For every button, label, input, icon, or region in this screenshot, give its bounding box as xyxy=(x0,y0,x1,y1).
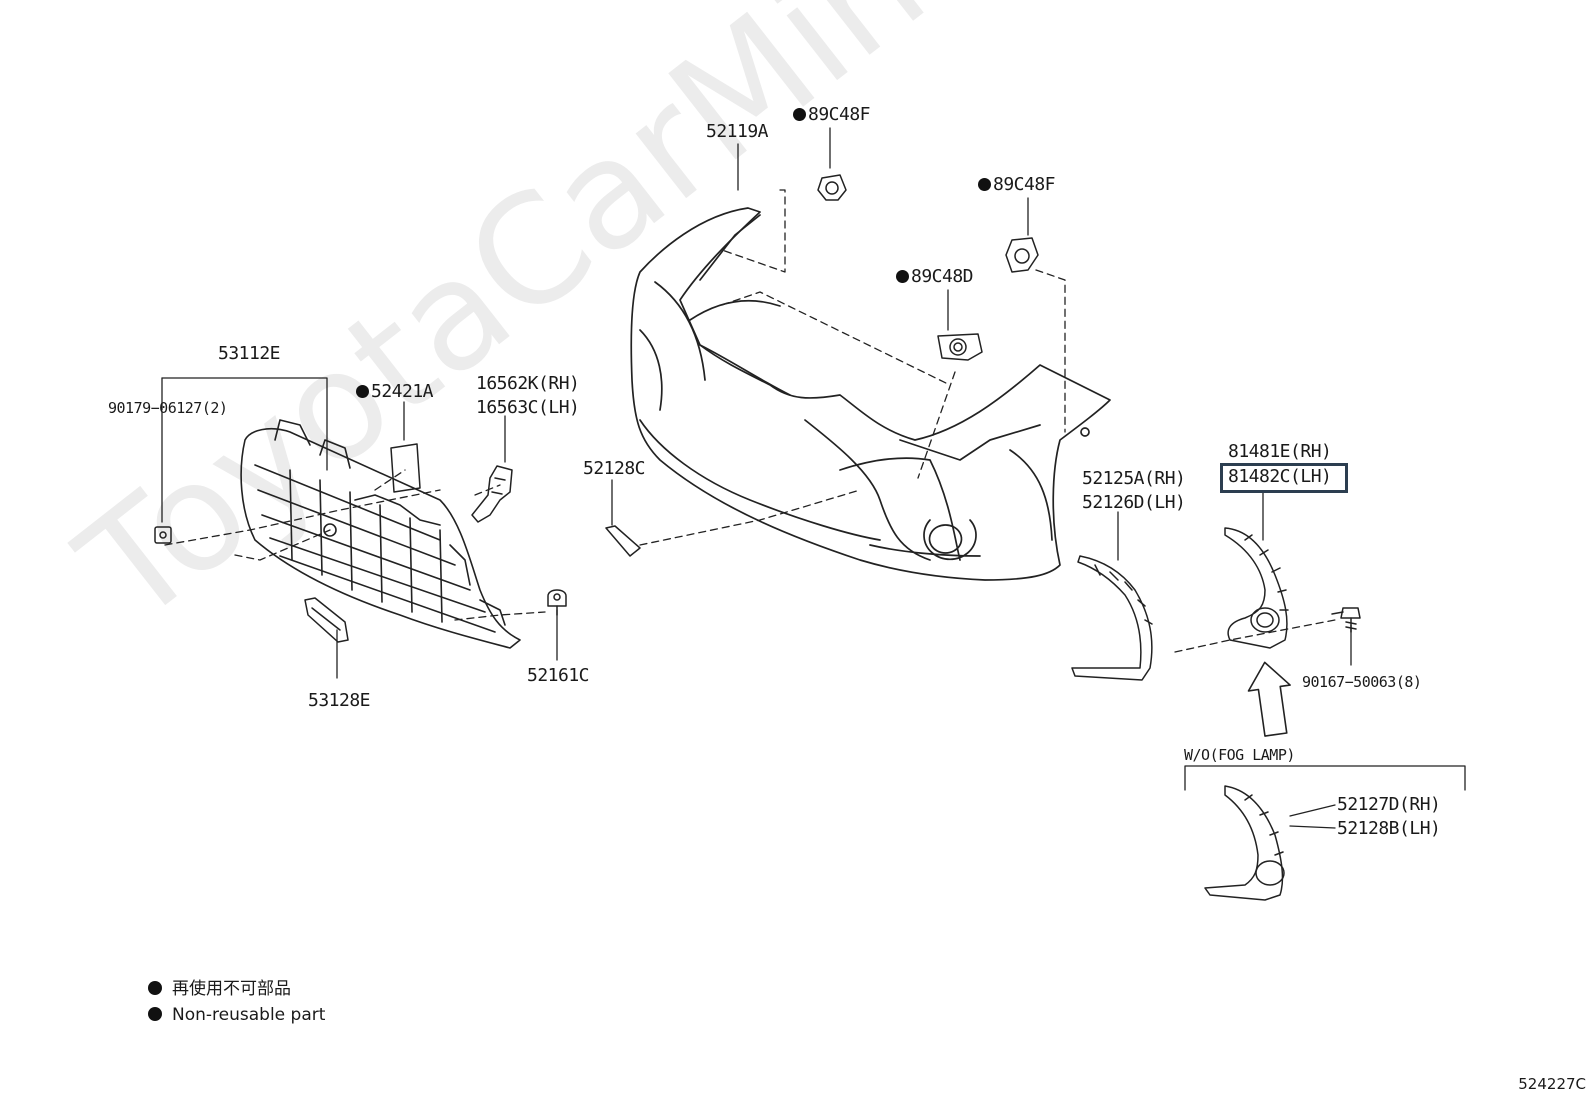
label-52421A-wrap: 52421A xyxy=(356,381,434,403)
non-reusable-dot xyxy=(356,385,369,398)
legend-dot xyxy=(148,981,162,995)
highlight-box xyxy=(1220,463,1348,493)
label-81481E: 81481E(RH) xyxy=(1228,441,1332,462)
label-52127D: 52127D(RH) xyxy=(1337,794,1441,815)
label-81482C: 81482C(LH) xyxy=(1228,466,1332,487)
non-reusable-dot xyxy=(793,108,806,121)
legend-dot xyxy=(148,1007,162,1021)
legend-jp: 再使用不可部品 xyxy=(148,977,291,1001)
clip-90179 xyxy=(154,526,172,544)
label-53128E: 53128E xyxy=(308,690,371,711)
label-wo-fog-lamp: W/O(FOG LAMP) xyxy=(1184,746,1295,764)
diagram-reference: 524227C xyxy=(1518,1075,1586,1093)
label-16562K: 16562K(RH) xyxy=(476,373,580,394)
radiator-grille xyxy=(240,419,521,649)
cover-52128C xyxy=(605,525,641,557)
fog-bezel-81482C xyxy=(1224,527,1289,649)
sensor-89C48F-top xyxy=(817,174,847,201)
label-89C48F-right: 89C48F xyxy=(993,174,1056,195)
dashed-lines xyxy=(164,189,1336,653)
label-53112E: 53112E xyxy=(218,343,281,364)
label-52125A: 52125A(RH) xyxy=(1082,468,1186,489)
label-89C48D: 89C48D xyxy=(911,266,974,287)
bracket-53128E xyxy=(304,597,349,643)
non-reusable-dot xyxy=(896,270,909,283)
label-89C48F-top-wrap: 89C48F xyxy=(793,104,871,126)
label-89C48F-right-wrap: 89C48F xyxy=(978,174,1056,196)
label-52128B: 52128B(LH) xyxy=(1337,818,1441,839)
sensor-89C48F-right xyxy=(1005,237,1039,273)
label-89C48F-top: 89C48F xyxy=(808,104,871,125)
garnish-52125A xyxy=(1071,555,1153,681)
legend-jp-text: 再使用不可部品 xyxy=(172,979,291,999)
screw-90167 xyxy=(1331,607,1361,633)
label-52421A: 52421A xyxy=(371,381,434,402)
bumper-cover xyxy=(630,207,1111,581)
leader-lines xyxy=(161,127,1466,829)
clip-52161C xyxy=(547,589,567,616)
non-reusable-dot xyxy=(978,178,991,191)
legend-en-text: Non-reusable part xyxy=(172,1005,326,1025)
label-52128C: 52128C xyxy=(583,458,646,479)
up-arrow xyxy=(1247,661,1291,737)
pad-52421A xyxy=(390,443,421,493)
sensor-89C48D xyxy=(937,333,983,361)
label-89C48D-wrap: 89C48D xyxy=(896,266,974,288)
label-52119A: 52119A xyxy=(706,121,769,142)
label-90167: 90167−50063(8) xyxy=(1302,673,1422,691)
bracket-16562K xyxy=(471,465,513,523)
fog-cover-52127D xyxy=(1204,785,1285,901)
label-16563C: 16563C(LH) xyxy=(476,397,580,418)
label-52126D: 52126D(LH) xyxy=(1082,492,1186,513)
label-52161C: 52161C xyxy=(527,665,590,686)
legend-en: Non-reusable part xyxy=(148,1003,325,1027)
label-90179: 90179−06127(2) xyxy=(108,399,228,417)
